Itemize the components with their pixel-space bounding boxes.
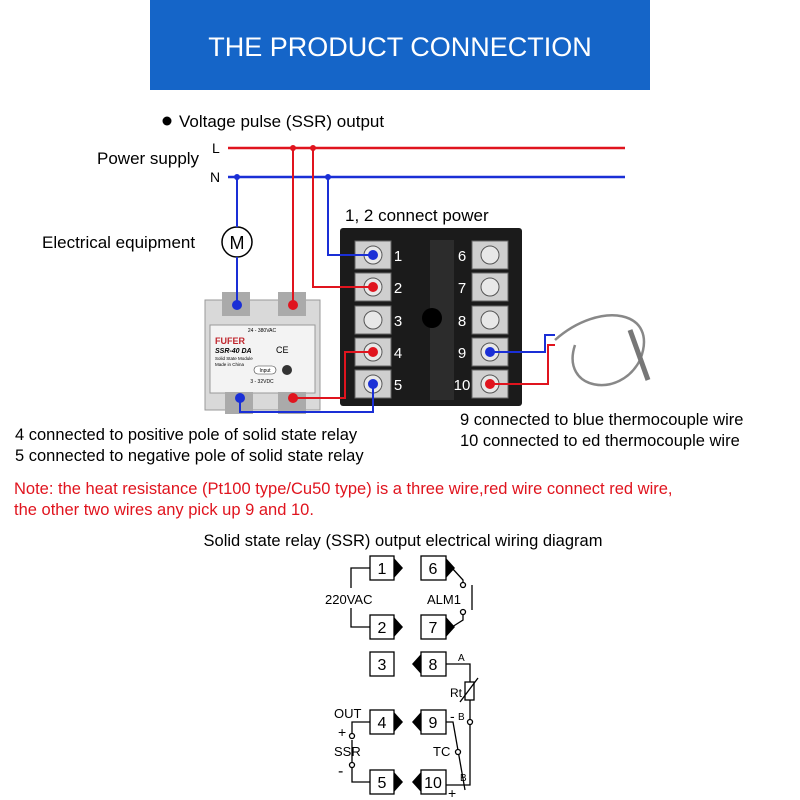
neutral-label: N xyxy=(210,169,220,185)
header-banner xyxy=(150,0,650,90)
svg-text:ALM1: ALM1 xyxy=(427,592,461,607)
arrow-icon xyxy=(412,772,421,792)
warning-line-2: the other two wires any pick up 9 and 10… xyxy=(14,501,314,519)
schematic-terminal-number: 2 xyxy=(378,620,387,637)
svg-text:SSR: SSR xyxy=(334,744,361,759)
connect-power-label: 1, 2 connect power xyxy=(345,206,489,225)
schematic-terminal-number: 5 xyxy=(378,775,387,792)
arrow-icon xyxy=(394,772,403,792)
arrow-icon xyxy=(446,617,455,637)
terminal-number: 4 xyxy=(394,345,402,362)
schematic-terminal xyxy=(369,769,395,795)
note-terminal-5: 5 connected to negative pole of solid st… xyxy=(15,447,364,465)
schematic-terminal-number: 8 xyxy=(429,657,438,674)
screw-icon xyxy=(480,245,500,265)
terminal-number: 7 xyxy=(458,280,466,297)
note-terminal-10: 10 connected to ed thermocouple wire xyxy=(460,432,740,450)
svg-text:-: - xyxy=(338,763,343,780)
schematic-terminal xyxy=(369,709,395,735)
svg-text:+: + xyxy=(338,724,346,740)
schematic xyxy=(348,567,479,791)
schematic-terminal xyxy=(420,555,447,581)
note-terminal-9: 9 connected to blue thermocouple wire xyxy=(460,411,743,429)
svg-text:B: B xyxy=(458,712,465,723)
arrow-icon xyxy=(412,654,421,674)
arrow-icon xyxy=(394,617,403,637)
svg-text:A: A xyxy=(458,653,465,664)
bullet-text: Voltage pulse (SSR) output xyxy=(179,112,384,131)
svg-text:+: + xyxy=(448,785,456,800)
header-title: THE PRODUCT CONNECTION xyxy=(208,32,592,62)
svg-text:Rt: Rt xyxy=(450,686,463,700)
schematic-terminal xyxy=(369,651,395,677)
svg-text:Made in China: Made in China xyxy=(215,362,245,367)
svg-text:24 - 380VAC: 24 - 380VAC xyxy=(248,328,277,334)
terminal-number: 3 xyxy=(394,313,402,330)
terminal-number: 6 xyxy=(458,248,466,265)
svg-text:B: B xyxy=(460,773,467,784)
svg-text:SSR-40 DA: SSR-40 DA xyxy=(215,348,252,355)
schematic-terminal-number: 6 xyxy=(429,561,438,578)
schematic-terminal-number: 10 xyxy=(424,775,442,792)
schematic-terminal-number: 3 xyxy=(378,657,387,674)
solid-state-relay: 24 - 380VAC FUFER SSR-40 DA CE Solid Sta… xyxy=(204,292,321,414)
terminal-number: 1 xyxy=(394,248,402,265)
power-supply-label: Power supply xyxy=(97,149,200,168)
terminal-number: 5 xyxy=(394,377,402,394)
arrow-icon xyxy=(446,558,455,578)
schematic-terminal-number: 9 xyxy=(429,715,438,732)
note-terminal-4: 4 connected to positive pole of solid st… xyxy=(15,426,358,444)
svg-text:220VAC: 220VAC xyxy=(325,592,372,607)
schematic-terminal xyxy=(420,769,447,795)
terminal-number: 10 xyxy=(454,377,471,394)
bullet-icon xyxy=(162,116,172,126)
svg-text:OUT: OUT xyxy=(334,706,362,721)
warning-line-1: Note: the heat resistance (Pt100 type/Cu… xyxy=(14,480,673,498)
screw-icon xyxy=(363,310,383,330)
terminal-number: 8 xyxy=(458,313,466,330)
screw-icon xyxy=(480,310,500,330)
schematic-terminal xyxy=(420,614,447,640)
terminal-number: 9 xyxy=(458,345,466,362)
screw-icon xyxy=(480,277,500,297)
equipment-label: Electrical equipment xyxy=(42,233,195,252)
arrow-icon xyxy=(394,558,403,578)
motor-symbol: M xyxy=(230,233,245,253)
terminal-number: 2 xyxy=(394,280,402,297)
svg-text:CE: CE xyxy=(276,345,289,355)
svg-text:3 - 32VDC: 3 - 32VDC xyxy=(250,379,274,385)
svg-text:TC: TC xyxy=(433,744,450,759)
arrow-icon xyxy=(412,712,421,732)
svg-text:Input: Input xyxy=(259,368,271,374)
schematic-terminal-number: 7 xyxy=(429,620,438,637)
svg-text:Solid State Module: Solid State Module xyxy=(215,356,253,361)
schematic-terminal-number: 1 xyxy=(378,561,387,578)
live-label: L xyxy=(212,140,220,156)
schematic-title: Solid state relay (SSR) output electrica… xyxy=(204,532,603,550)
schematic-terminal-number: 4 xyxy=(378,715,387,732)
svg-text:FUFER: FUFER xyxy=(215,336,245,346)
arrow-icon xyxy=(394,712,403,732)
svg-text:-: - xyxy=(450,708,455,724)
